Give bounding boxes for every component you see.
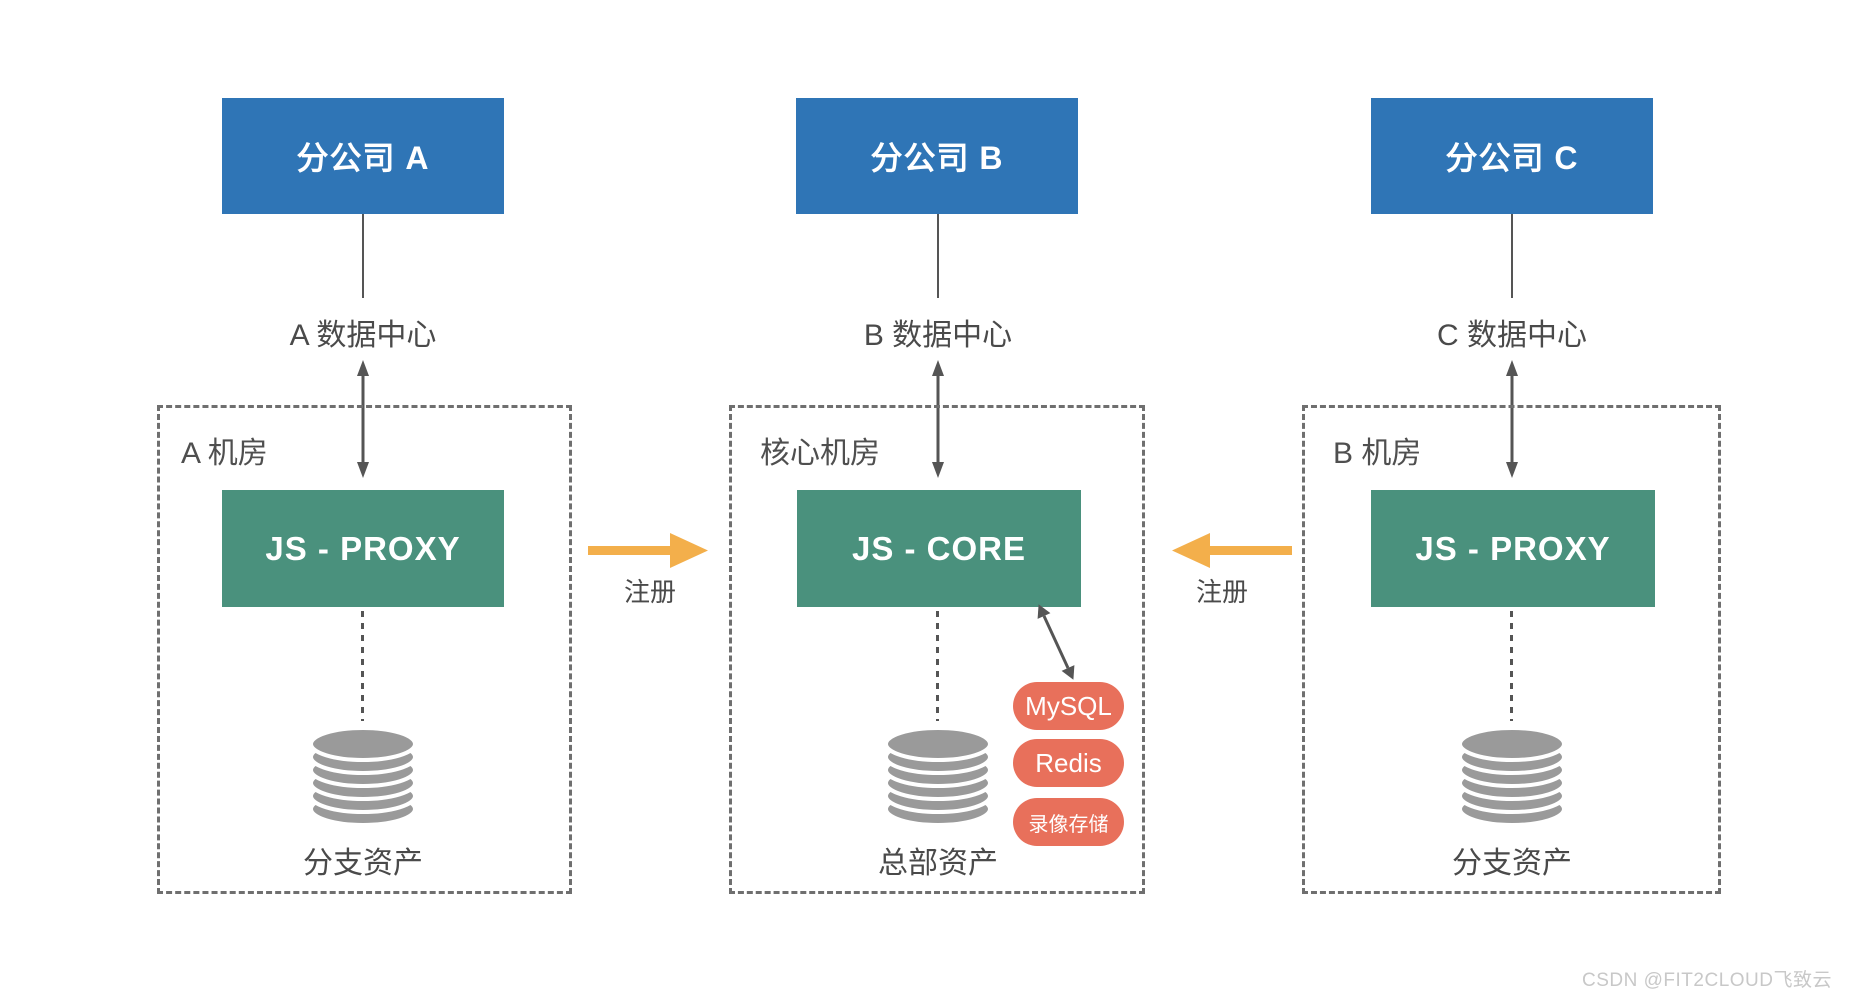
node-box-js-proxy-a: JS - PROXY xyxy=(222,490,504,607)
service-badge-redis: Redis xyxy=(1013,739,1124,787)
branch-box-c-label: 分公司 C xyxy=(1445,140,1579,176)
room-box-a xyxy=(157,405,572,894)
node-box-js-proxy-b: JS - PROXY xyxy=(1371,490,1655,607)
room-label-b: B 机房 xyxy=(1333,437,1422,470)
node-box-js-proxy-a-label: JS - PROXY xyxy=(265,529,461,567)
watermark-text: CSDN @FIT2CLOUD飞致云 xyxy=(1582,970,1832,991)
core-services-arrow-icon xyxy=(1037,604,1075,680)
asset-label-b: 分支资产 xyxy=(1452,847,1572,880)
double-arrow-icon-b xyxy=(932,360,944,478)
double-arrow-icon-a xyxy=(357,360,369,478)
dotted-link-core xyxy=(936,611,939,721)
branch-box-a-label: 分公司 A xyxy=(296,140,430,176)
connector-line-c xyxy=(1511,214,1513,298)
database-icon-b xyxy=(1458,726,1566,827)
register-arrow-left-icon xyxy=(1172,533,1292,568)
branch-box-c: 分公司 C xyxy=(1371,98,1653,214)
branch-box-b: 分公司 B xyxy=(796,98,1078,214)
datacenter-label-b: B 数据中心 xyxy=(863,319,1013,352)
datacenter-label-c: C 数据中心 xyxy=(1437,319,1587,352)
room-box-b xyxy=(1302,405,1721,894)
connector-line-b xyxy=(937,214,939,298)
asset-label-a: 分支资产 xyxy=(303,847,423,880)
service-badge-redis-label: Redis xyxy=(1035,747,1102,778)
room-label-core: 核心机房 xyxy=(760,437,880,470)
branch-box-b-label: 分公司 B xyxy=(870,140,1004,176)
connector-line-a xyxy=(362,214,364,298)
node-box-js-core-label: JS - CORE xyxy=(851,529,1027,567)
dotted-link-a xyxy=(361,611,364,721)
dotted-link-b xyxy=(1510,611,1513,721)
register-arrow-right-icon xyxy=(588,533,708,568)
datacenter-label-a: A 数据中心 xyxy=(289,319,437,352)
service-badge-video-storage-label: 录像存储 xyxy=(1028,813,1109,836)
database-icon-a xyxy=(309,726,417,827)
double-arrow-icon-c xyxy=(1506,360,1518,478)
database-icon-core xyxy=(884,726,992,827)
node-box-js-proxy-b-label: JS - PROXY xyxy=(1415,529,1611,567)
node-box-js-core: JS - CORE xyxy=(797,490,1081,607)
service-badge-video-storage: 录像存储 xyxy=(1013,798,1124,846)
room-box-core xyxy=(729,405,1145,894)
register-label-right: 注册 xyxy=(1195,577,1248,607)
branch-box-a: 分公司 A xyxy=(222,98,504,214)
room-label-a: A 机房 xyxy=(181,437,268,470)
service-badge-mysql-label: MySQL xyxy=(1025,690,1112,721)
register-label-left: 注册 xyxy=(623,577,676,607)
service-badge-mysql: MySQL xyxy=(1013,682,1124,730)
asset-label-core: 总部资产 xyxy=(878,847,998,880)
